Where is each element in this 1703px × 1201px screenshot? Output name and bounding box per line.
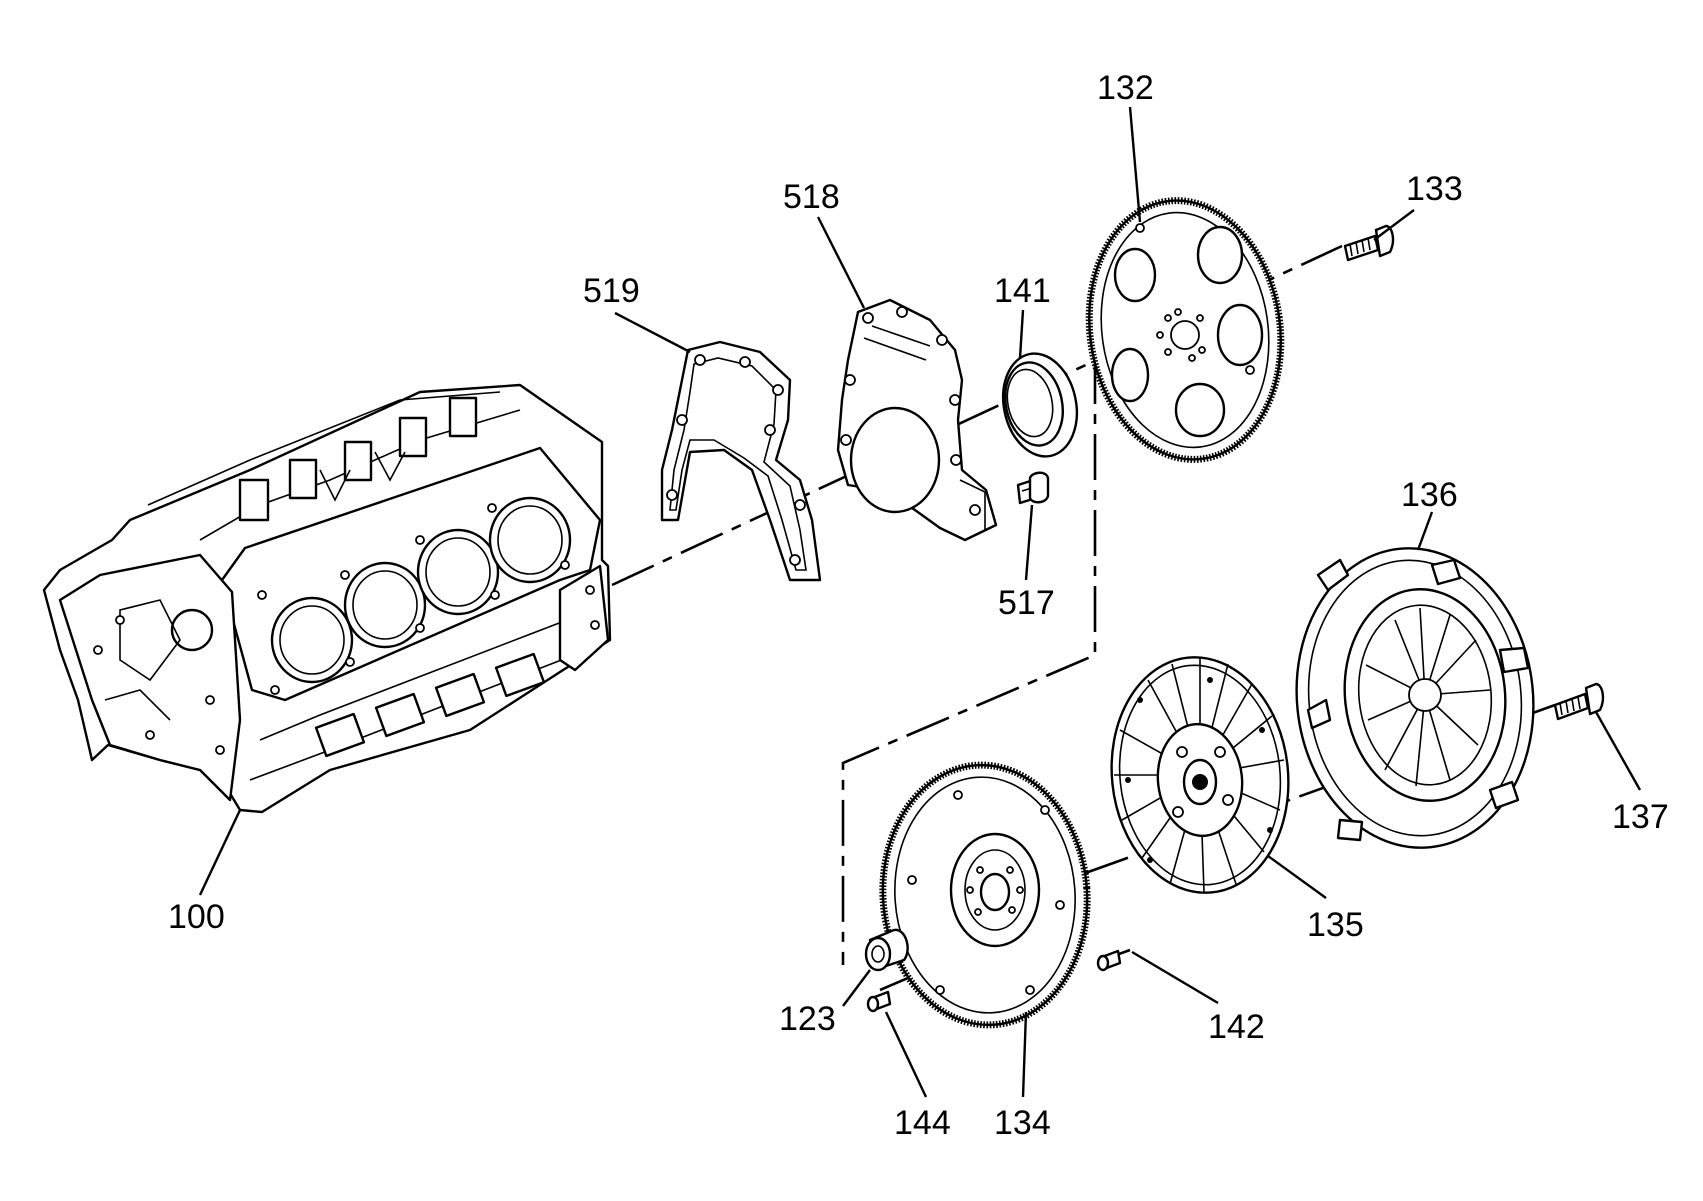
callout-134: 134	[994, 1104, 1051, 1142]
callout-519: 519	[583, 272, 640, 310]
bushing-icon	[864, 928, 909, 972]
callout-142: 142	[1208, 1008, 1265, 1046]
leader-lines	[198, 106, 1642, 1098]
callout-141: 141	[994, 272, 1051, 310]
callout-123: 123	[779, 1000, 836, 1038]
pressure-plate-icon	[1295, 547, 1535, 849]
flexplate-icon	[1085, 197, 1285, 463]
callout-133: 133	[1406, 170, 1463, 208]
bolt-icon	[1553, 682, 1605, 721]
flywheel-icon	[879, 761, 1091, 1029]
callout-137: 137	[1612, 798, 1669, 836]
callout-144: 144	[894, 1104, 951, 1142]
callout-132: 132	[1097, 69, 1154, 107]
bolt-icon	[1016, 471, 1050, 505]
cover-plate-icon	[836, 298, 998, 542]
pin-icon	[866, 990, 892, 1013]
callout-135: 135	[1307, 906, 1364, 944]
callout-100: 100	[168, 898, 225, 936]
pin-icon	[1096, 949, 1122, 972]
seal-icon	[1001, 352, 1079, 458]
callout-518: 518	[783, 178, 840, 216]
callout-labels: 100 519 518 141 517 132 133 136 137 135 …	[168, 69, 1669, 1142]
bolt-icon	[1343, 224, 1395, 262]
engine-block-icon	[42, 383, 612, 814]
gasket-icon	[660, 340, 822, 582]
clutch-disc-icon	[1110, 656, 1290, 894]
callout-136: 136	[1401, 476, 1458, 514]
callout-517: 517	[998, 584, 1055, 622]
